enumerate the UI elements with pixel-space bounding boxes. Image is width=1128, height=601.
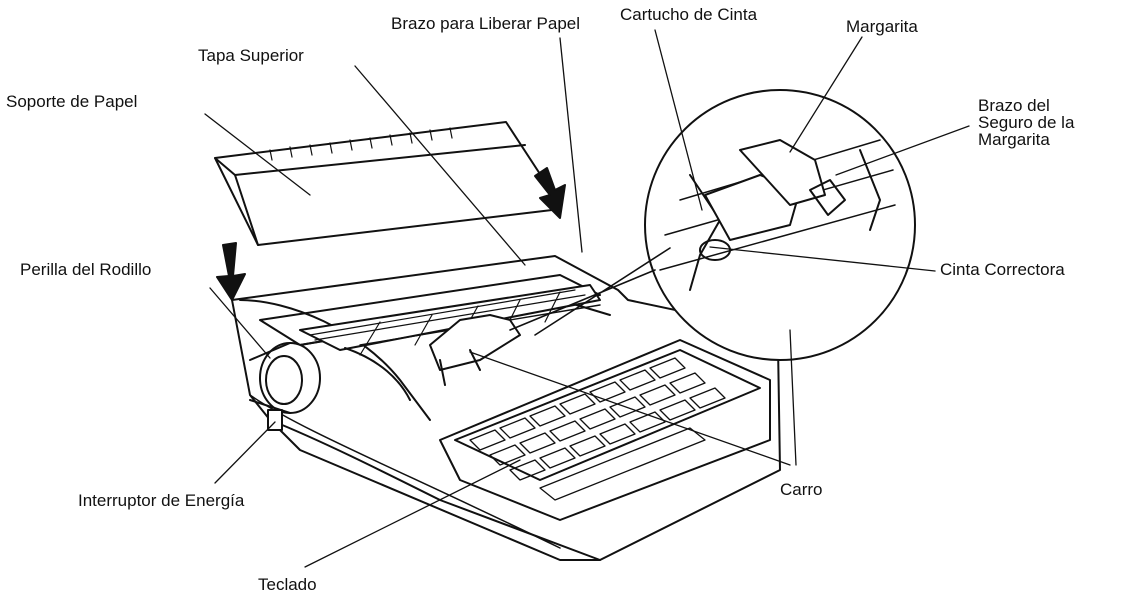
paper-support	[214, 121, 556, 246]
label-brazo-liberar-papel: Brazo para Liberar Papel	[391, 14, 581, 33]
leader-lines	[204, 29, 970, 568]
label-interruptor-de-energia: Interruptor de Energía	[78, 491, 245, 510]
leader-margarita	[789, 36, 863, 153]
label-perilla-del-rodillo: Perilla del Rodillo	[20, 260, 152, 279]
leader-cartucho	[654, 29, 703, 211]
label-tapa-superior: Tapa Superior	[198, 46, 304, 65]
leader-brazo-seguro	[835, 125, 970, 176]
leader-carro-1	[789, 329, 797, 466]
label-teclado: Teclado	[258, 575, 317, 594]
leader-perilla	[209, 287, 271, 359]
label-carro: Carro	[780, 480, 823, 499]
leader-carro-2	[469, 351, 791, 466]
label-cinta-correctora: Cinta Correctora	[940, 260, 1065, 279]
arrow-right	[534, 167, 566, 219]
label-cartucho-de-cinta: Cartucho de Cinta	[620, 5, 758, 24]
leader-teclado	[304, 459, 521, 568]
leader-interruptor	[214, 421, 276, 484]
label-margarita: Margarita	[846, 17, 918, 36]
label-soporte-de-papel: Soporte de Papel	[6, 92, 138, 111]
typewriter-body	[231, 255, 781, 561]
arrow-left	[216, 242, 246, 301]
leader-soporte	[204, 113, 311, 196]
leader-tapa	[354, 65, 526, 266]
leader-brazo-liberar	[559, 37, 583, 253]
label-brazo-del-seguro: Brazo del Seguro de la Margarita	[978, 96, 1075, 149]
magnifier-inset	[509, 89, 916, 361]
leader-cinta	[709, 246, 936, 272]
keyboard-keys	[469, 357, 726, 501]
